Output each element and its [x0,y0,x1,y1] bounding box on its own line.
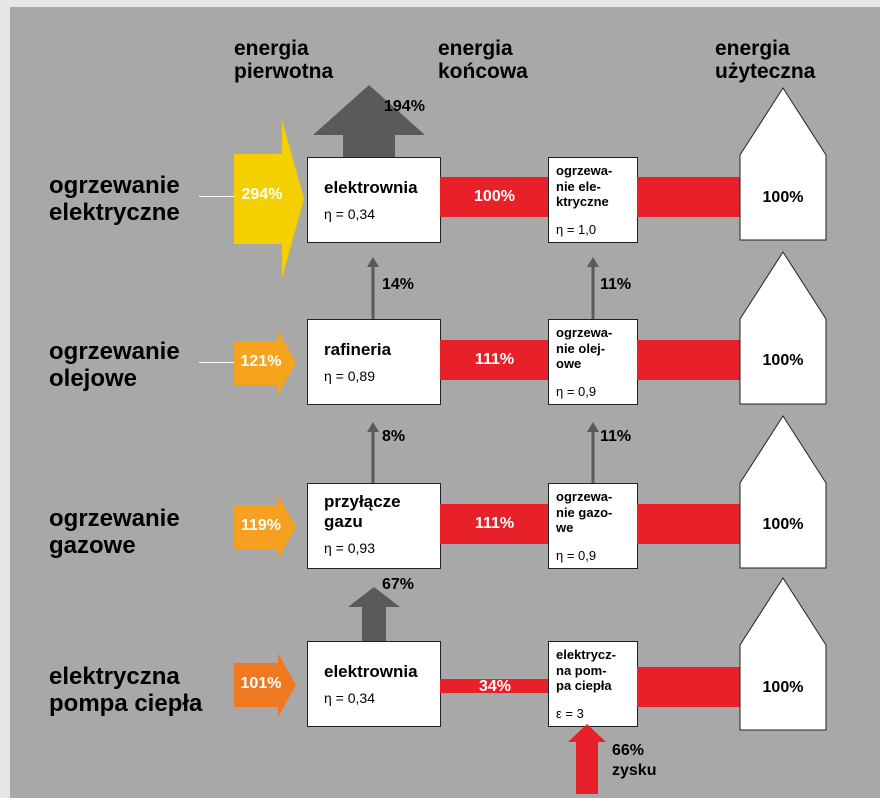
input-percent: 294% [241,186,283,203]
input-arrow-electric [234,120,304,278]
final-energy-band-thin [440,679,549,693]
final-energy-percent: 100% [474,188,515,205]
plant-efficiency: η = 0,34 [324,206,375,222]
loss-percent-plant: 67% [382,576,415,593]
plant-efficiency: η = 0,34 [324,690,375,706]
heater-efficiency: η = 0,9 [556,548,597,563]
heater-name: ogrzewa- nie gazo- we [556,489,613,535]
loss-percent-plant: 194% [384,98,425,115]
refinery-box: rafineria η = 0,89 [307,319,441,405]
input-percent: 121% [240,353,282,370]
input-arrow-heat-pump [234,653,296,717]
input-arrow-oil [234,331,296,395]
useful-energy-band [637,177,741,217]
useful-energy-percent: 100% [762,352,804,369]
row-label-oil-heating: ogrzewanie olejowe [49,338,180,392]
heater-name: elektrycz- na pom- pa ciepła [556,647,616,693]
useful-energy-band [637,667,741,707]
heat-pump-box: elektrycz- na pom- pa ciepła ε = 3 [548,641,638,727]
row-label-heat-pump: elektryczna pompa ciepła [49,663,203,717]
heater-efficiency: ε = 3 [556,706,584,721]
header-final-energy: energia końcowa [438,37,528,83]
house-icon [739,577,827,731]
final-energy-band [440,504,549,544]
loss-arrow-plant [313,85,425,157]
row-label-electric-heating: ogrzewanie elektryczne [49,172,180,226]
header-useful-energy: energia użyteczna [715,37,816,83]
power-plant-box: elektrownia η = 0,34 [307,641,441,727]
useful-energy-band [637,340,741,380]
loss-arrow-heater-thin [587,422,599,484]
useful-energy-band [637,504,741,544]
loss-arrow-heater-thin [587,257,599,319]
label-connector-line [199,362,235,363]
plant-efficiency: η = 0,93 [324,540,375,556]
heater-box: ogrzewa- nie ele- ktryczne η = 1,0 [548,157,638,243]
house-icon [739,415,827,569]
row-label-gas-heating: ogrzewanie gazowe [49,505,180,559]
header-primary-energy: energia pierwotna [234,37,334,83]
final-energy-percent: 111% [474,515,515,532]
heater-name: ogrzewa- nie olej- owe [556,325,613,371]
loss-percent-heater: 11% [600,428,632,445]
final-energy-percent: 34% [478,678,512,695]
loss-percent-heater: 11% [600,276,632,293]
plant-name: rafineria [324,340,392,359]
heater-efficiency: η = 0,9 [556,384,597,399]
power-plant-box: elektrownia η = 0,34 [307,157,441,243]
loss-percent-plant: 8% [382,428,406,445]
plant-name: elektrownia [324,662,418,681]
heater-box: ogrzewa- nie olej- owe η = 0,9 [548,319,638,405]
gain-percent: 66% zysku [612,742,657,779]
final-energy-band [440,177,549,217]
plant-name: elektrownia [324,178,418,197]
plant-name: przyłącze gazu [324,492,401,531]
useful-energy-percent: 100% [762,516,804,533]
label-connector-line [199,196,235,197]
loss-percent-plant: 14% [382,276,415,293]
input-percent: 101% [240,675,282,692]
gain-arrow [568,724,606,794]
loss-arrow-plant [348,587,400,641]
input-arrow-gas [234,495,296,559]
house-icon [739,87,827,241]
loss-arrow-plant-thin [367,257,379,319]
loss-arrow-plant-thin [367,422,379,484]
heater-box: ogrzewa- nie gazo- we η = 0,9 [548,483,638,569]
useful-energy-percent: 100% [762,189,804,206]
final-energy-band [440,340,549,380]
heater-efficiency: η = 1,0 [556,222,597,237]
useful-energy-percent: 100% [762,679,804,696]
gas-connection-box: przyłącze gazu η = 0,93 [307,483,441,569]
heater-name: ogrzewa- nie ele- ktryczne [556,163,613,209]
diagram-panel: energia pierwotna energia końcowa energi… [10,7,880,798]
final-energy-percent: 111% [474,351,515,368]
input-percent: 119% [240,517,282,534]
house-icon [739,251,827,405]
plant-efficiency: η = 0,89 [324,368,375,384]
